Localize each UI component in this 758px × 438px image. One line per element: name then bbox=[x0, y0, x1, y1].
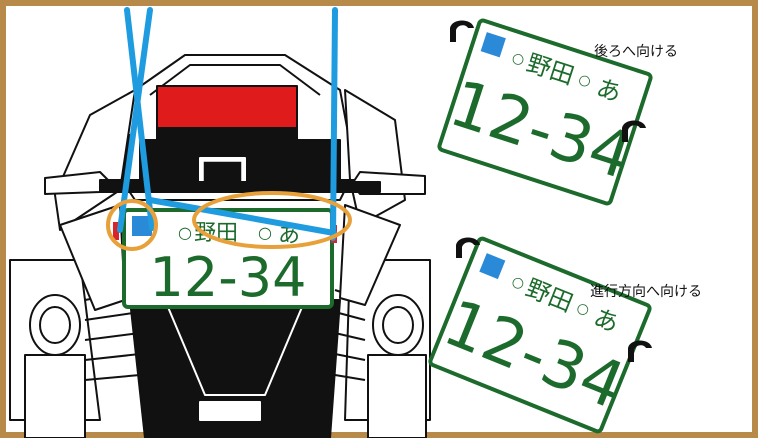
plate-seal-square bbox=[132, 216, 152, 236]
floating-forward-circle-2: ○ bbox=[574, 299, 591, 318]
floating-rear-circle: ○ bbox=[510, 50, 527, 69]
plate-circle-mark: ○ bbox=[178, 223, 192, 242]
label-face-rear: 後ろへ向ける bbox=[594, 44, 678, 60]
plate-number: 12-34 bbox=[150, 246, 307, 309]
floating-plate-forward: ○ 野田 ○ あ 12-34 bbox=[428, 236, 652, 434]
left-rear-shock bbox=[9, 259, 141, 438]
plate-circle-mark-2: ○ bbox=[258, 223, 272, 242]
label-face-forward: 進行方向へ向ける bbox=[590, 284, 702, 300]
hook-icon bbox=[450, 20, 646, 142]
highlight-circles bbox=[106, 191, 352, 251]
floating-plate-rear: ○ 野田 ○ あ 12-34 bbox=[437, 18, 653, 206]
left-reflector bbox=[113, 222, 119, 240]
blue-straps bbox=[117, 7, 338, 241]
plate-hiragana: あ bbox=[278, 223, 300, 248]
motorcycle-rear bbox=[9, 54, 431, 438]
floating-rear-circle-2: ○ bbox=[576, 71, 593, 90]
tail-light bbox=[156, 85, 298, 129]
floating-forward-circle: ○ bbox=[509, 273, 526, 292]
hook-icon-forward bbox=[456, 237, 652, 362]
